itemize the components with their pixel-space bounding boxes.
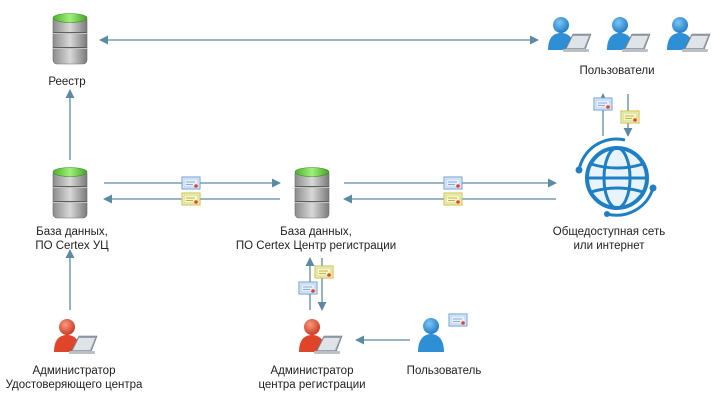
certificate-icon [298,281,318,295]
globe-network-icon [575,137,657,217]
certificate-icon [181,176,201,190]
ra-admin-label-line1: Администратор [270,365,354,377]
network-label-line1: Общедоступная сеть [552,226,666,238]
certificate-icon [448,313,468,327]
ca-database-server-icon [52,167,88,219]
certificate-icon [620,110,640,124]
ca-admin-label-line2: Удостоверяющего центра [5,379,143,391]
ca-admin-label-line1: Администратор [32,365,116,377]
ca-database-label-line2: ПО Certex УЦ [35,240,109,252]
certificate-icon [443,176,463,190]
user-icon [418,318,444,352]
ra-admin-laptop-icon [298,318,343,355]
user-laptop-icon [547,16,592,53]
ca-admin-laptop-icon [53,318,98,355]
registry-server-icon [52,13,88,65]
certificate-icon [443,192,463,206]
arrows [65,35,633,345]
users-label: Пользователи [579,65,655,77]
certificate-icon [593,97,613,111]
registry-label: Реестр [48,76,86,88]
user-laptop-icon [666,16,711,53]
certificate-icon [314,265,334,279]
certificate-icon [181,192,201,206]
ra-database-label-line1: База данных, [280,226,352,238]
ca-database-label-line1: База данных, [36,226,108,238]
user-label: Пользователь [406,365,482,377]
ra-database-label-line2: ПО Certex Центр регистрации [235,240,397,252]
ra-database-server-icon [294,167,330,219]
ra-admin-label-line2: центра регистрации [258,379,366,391]
user-laptop-icon [606,16,651,53]
network-label-line2: или интернет [573,240,645,252]
